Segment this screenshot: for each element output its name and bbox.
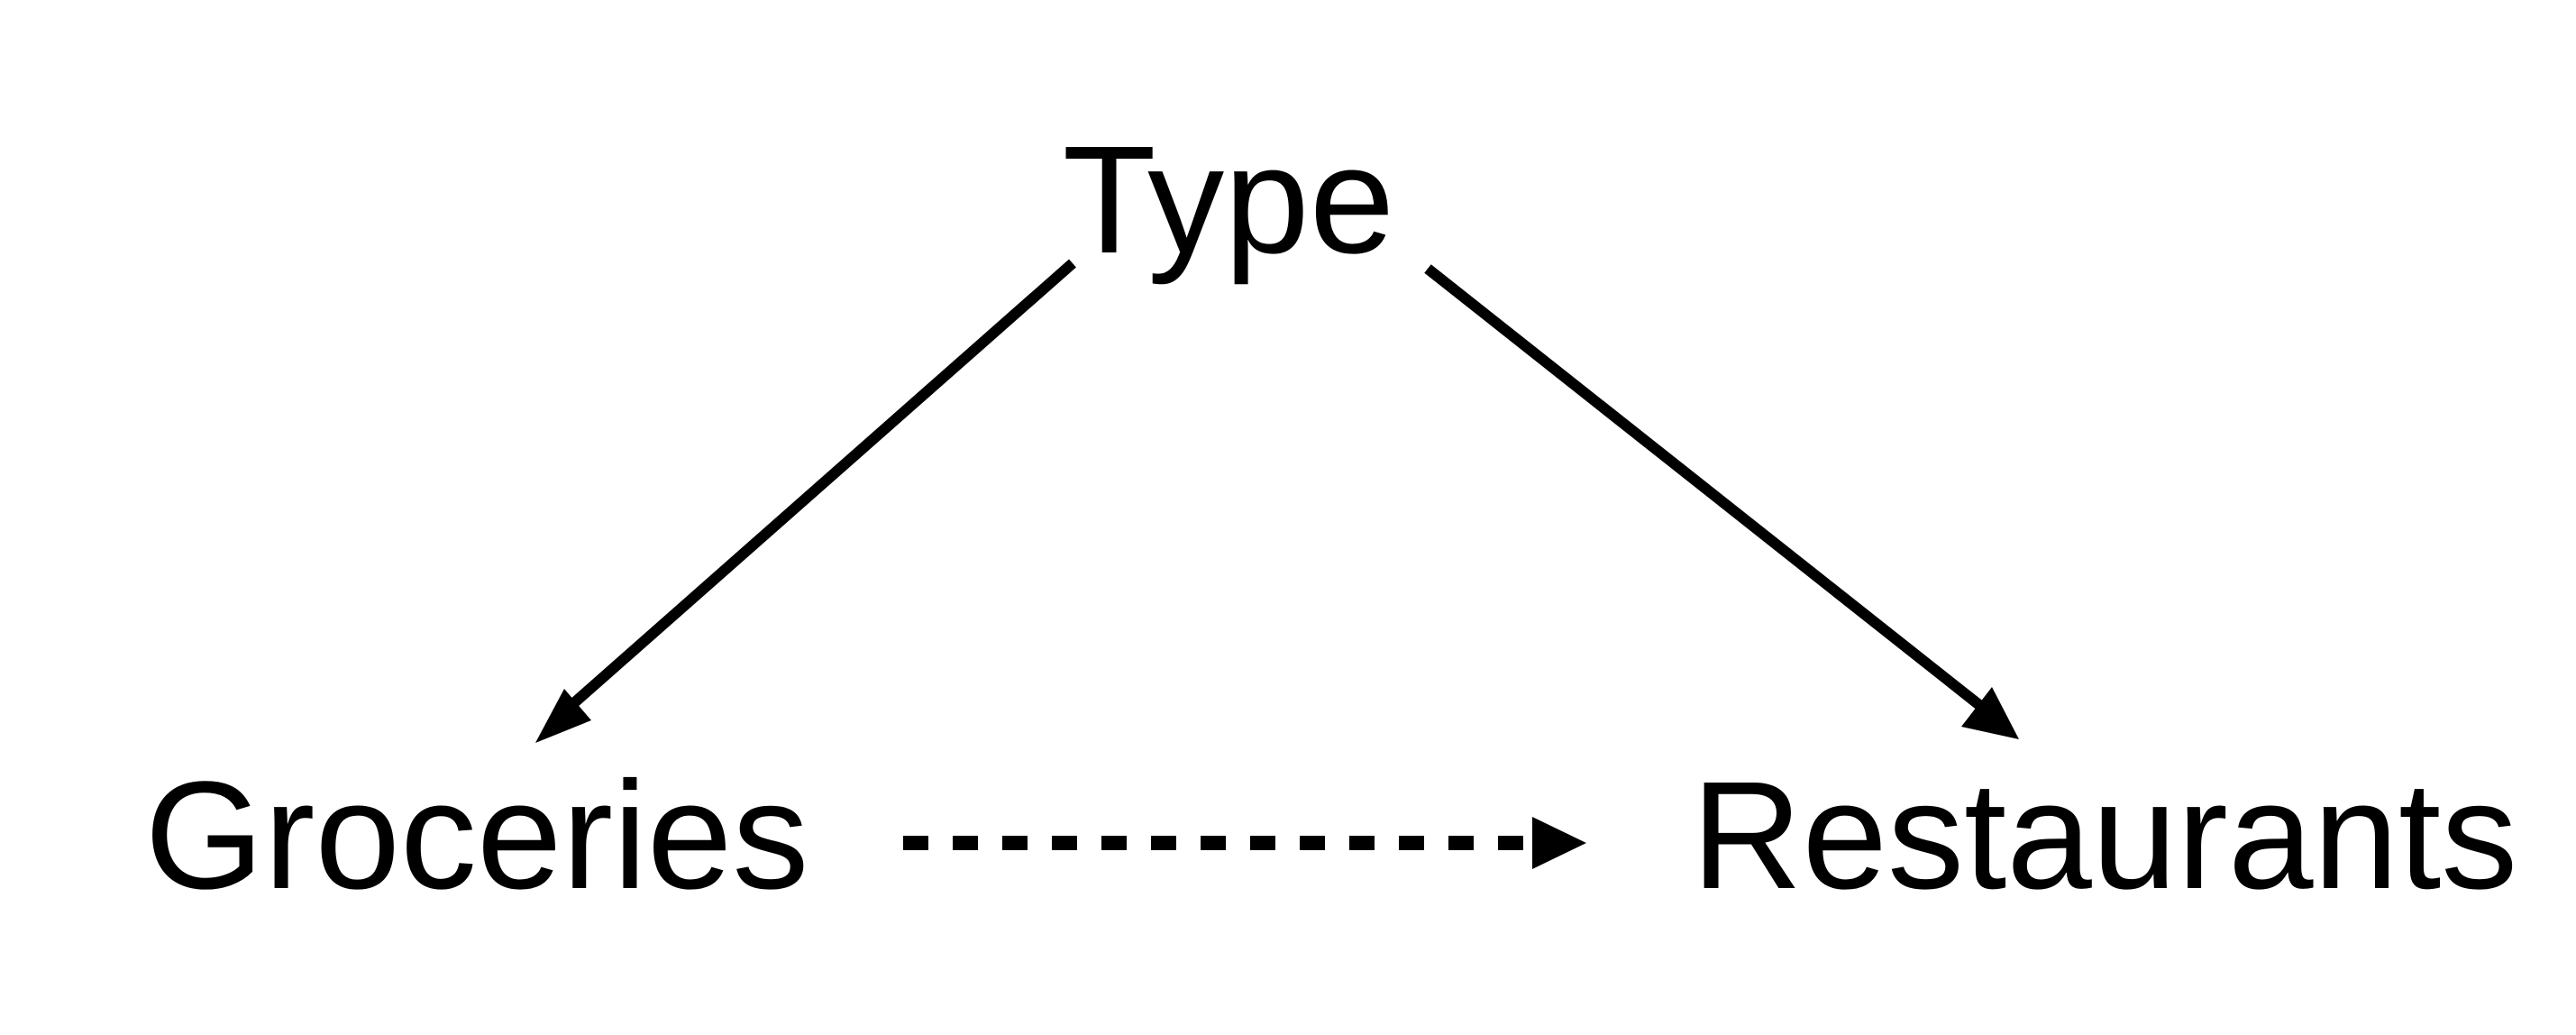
edge-type-to-groceries xyxy=(566,259,1076,711)
node-type-label: Type xyxy=(1063,114,1395,286)
arrowhead-restaurants xyxy=(1961,687,2019,739)
edge-type-to-restaurants xyxy=(1424,264,1983,710)
arrowhead-restaurants-dashed xyxy=(1532,817,1586,869)
node-restaurants-label: Restaurants xyxy=(1692,750,2518,921)
arrowhead-groceries xyxy=(535,689,591,743)
node-groceries-label: Groceries xyxy=(145,750,809,921)
